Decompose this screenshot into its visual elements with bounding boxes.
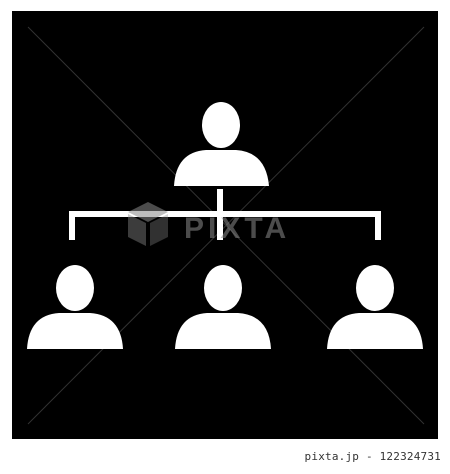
person-icon-right <box>327 265 423 349</box>
stock-credit-id: pixta.jp - 122324731 <box>304 450 441 463</box>
connector-vertical-top <box>217 189 223 216</box>
pixta-wordmark: PIXTA <box>184 212 290 245</box>
person-head <box>56 265 94 311</box>
connector-drop-right <box>375 211 381 240</box>
person-body <box>175 313 271 349</box>
watermark-diagonals <box>27 26 425 425</box>
pixta-watermark: PIXTA <box>128 202 290 246</box>
person-body <box>327 313 423 349</box>
person-body <box>174 150 269 186</box>
person-head <box>202 102 240 148</box>
watermark-diagonal-line <box>27 26 425 425</box>
person-icon-left <box>27 265 123 349</box>
connector-drop-center <box>217 211 223 240</box>
person-icon-center <box>175 265 271 349</box>
connector-horizontal <box>69 211 381 217</box>
hierarchy-connector <box>69 189 381 240</box>
person-head <box>204 265 242 311</box>
person-body <box>27 313 123 349</box>
person-icon-top <box>174 102 269 186</box>
pixta-cube-logo <box>128 202 168 246</box>
person-head <box>356 265 394 311</box>
connector-drop-left <box>69 211 75 240</box>
